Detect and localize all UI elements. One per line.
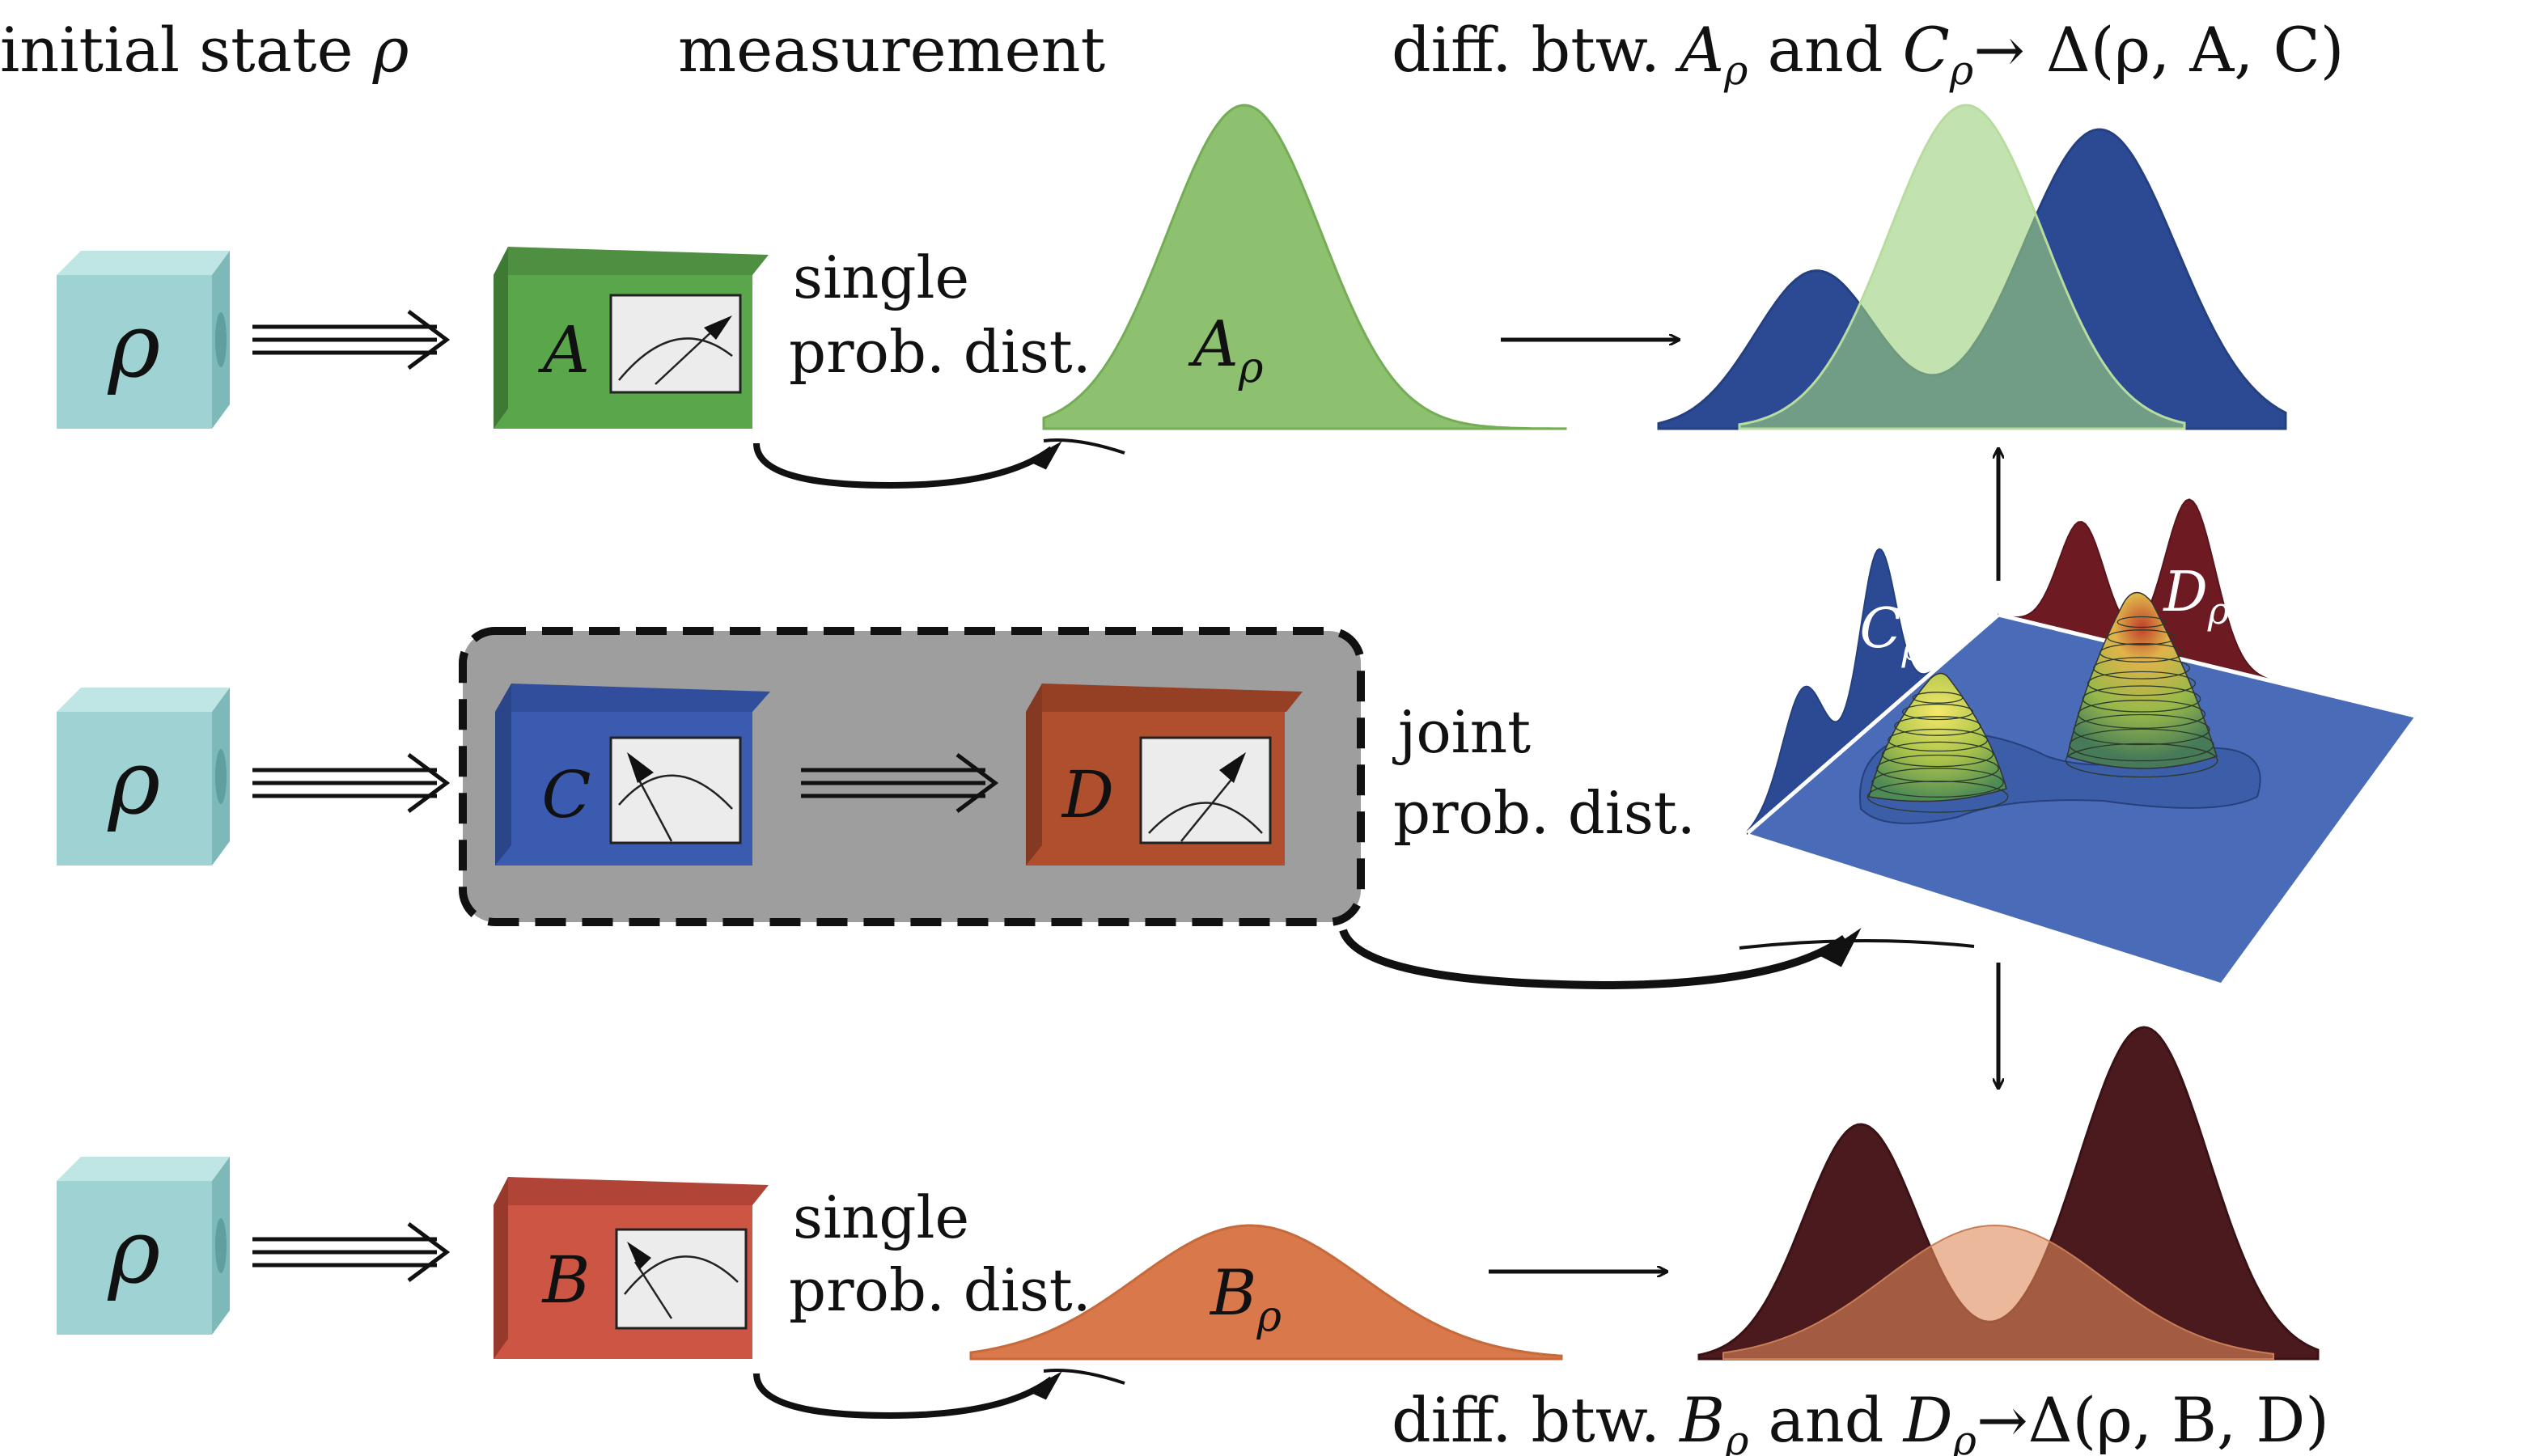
measurement-device-c: C bbox=[495, 684, 770, 866]
contour-ring bbox=[2087, 671, 2197, 696]
marginal-label-d-rho: Dρ bbox=[2162, 561, 2230, 633]
state-cube-middle: ρ bbox=[57, 688, 230, 866]
device-label: D bbox=[1061, 757, 1114, 832]
triple-arrow-bottom bbox=[252, 1221, 451, 1283]
curved-arrow-b-to-dist bbox=[753, 1369, 1125, 1420]
device-label: C bbox=[541, 757, 591, 832]
measurement-device-d: D bbox=[1026, 684, 1303, 866]
curve-label-a-rho: Aρ bbox=[1188, 308, 1264, 392]
contour-ring bbox=[2077, 700, 2206, 729]
contour-ring bbox=[1894, 716, 1981, 736]
contour-ring bbox=[1871, 768, 2004, 798]
contour-ring bbox=[1881, 741, 1994, 768]
curve-label-b-rho: Bρ bbox=[1209, 1257, 1282, 1341]
contour-ring bbox=[2065, 743, 2218, 778]
contour-ring bbox=[2093, 657, 2190, 679]
device-label: A bbox=[537, 312, 590, 387]
comparison-b-d bbox=[1697, 1026, 2320, 1361]
contour-ring bbox=[2107, 629, 2176, 645]
single-dist-label-top-line2: prob. dist. bbox=[789, 318, 1091, 386]
contour-ring bbox=[2099, 643, 2184, 662]
diff-top-header: diff. btw. Aρ and Cρ→Δ(ρ, A, C) bbox=[1392, 14, 2344, 94]
contour-ring bbox=[2116, 616, 2167, 629]
curved-arrow-a-to-dist bbox=[753, 438, 1125, 489]
joint-dist-label-line1: joint bbox=[1392, 698, 1531, 766]
triple-arrow-top bbox=[252, 309, 451, 370]
measurement-device-a: A bbox=[494, 247, 769, 429]
single-dist-label-bottom-line2: prob. dist. bbox=[789, 1256, 1091, 1324]
contour-ring bbox=[2073, 713, 2210, 746]
initial-state-header: initial state ρ bbox=[0, 14, 409, 86]
double-arrow-c-to-d bbox=[801, 752, 999, 814]
state-cube-bottom: ρ bbox=[57, 1157, 230, 1335]
gauge-dial bbox=[609, 294, 742, 394]
joint-dist-label-line2: prob. dist. bbox=[1393, 779, 1696, 847]
curve-b-rho: Bρ bbox=[969, 1224, 1563, 1361]
single-dist-label-top-line1: single bbox=[793, 243, 969, 311]
measurement-header: measurement bbox=[678, 14, 1105, 86]
contour-ring bbox=[1912, 692, 1964, 704]
state-symbol: ρ bbox=[108, 1200, 161, 1303]
marginal-label-c-rho: Cρ bbox=[1859, 597, 1923, 669]
comparison-a-c bbox=[1657, 104, 2287, 430]
measurement-device-b: B bbox=[494, 1177, 769, 1359]
state-cube-top: ρ bbox=[57, 251, 230, 429]
contour-ring bbox=[2069, 728, 2214, 762]
diff-bottom-header: diff. btw. Bρ and Dρ→Δ(ρ, B, D) bbox=[1392, 1384, 2329, 1456]
contour-ring bbox=[1866, 781, 2009, 813]
curve-a-rho: Aρ bbox=[1042, 104, 1567, 430]
joint-distribution-surface: Cρ Dρ bbox=[1746, 498, 2416, 983]
triple-arrow-middle bbox=[252, 752, 451, 814]
gauge-dial bbox=[1139, 736, 1272, 844]
single-dist-label-bottom-line1: single bbox=[793, 1183, 969, 1251]
contour-ring bbox=[1901, 703, 1974, 721]
device-label: B bbox=[541, 1242, 591, 1318]
contour-ring bbox=[2082, 685, 2201, 713]
state-symbol: ρ bbox=[108, 294, 161, 397]
gauge-dial bbox=[615, 1228, 748, 1330]
gauge-dial bbox=[609, 736, 742, 844]
state-symbol: ρ bbox=[108, 730, 161, 834]
curved-arrow-joint-to-surface bbox=[1339, 928, 1975, 990]
contour-ring bbox=[1888, 728, 1988, 752]
